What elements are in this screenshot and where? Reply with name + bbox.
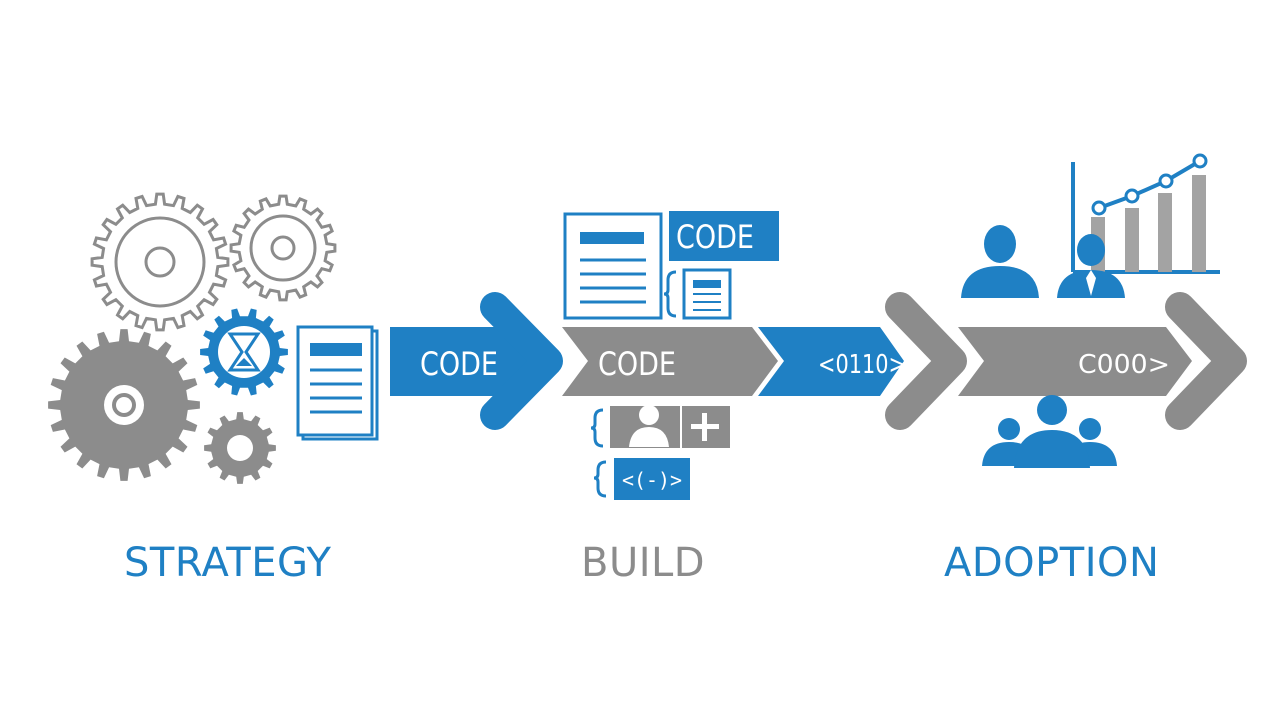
- gear-outline-large-icon: [90, 192, 230, 332]
- user-add-icon: [590, 405, 730, 448]
- gear-solid-large-icon: [48, 329, 200, 481]
- arrow-adoption-segment: [958, 327, 1192, 396]
- bar-chart-icon: [1071, 153, 1220, 274]
- arrow-transition-text: <0110>: [818, 350, 906, 380]
- arrow-build-text: CODE: [598, 345, 676, 383]
- arrow-build-segment: [562, 327, 778, 396]
- phase-label-strategy: STRATEGY: [124, 540, 332, 586]
- arrow-transition-segment: [758, 327, 904, 396]
- code-bracket-badge: [593, 458, 690, 500]
- document-icon: [296, 325, 379, 441]
- team-group-icon: [982, 395, 1117, 468]
- code-tag-text: CODE: [676, 218, 754, 256]
- phase-label-build: BUILD: [581, 540, 706, 586]
- chevron-blue-icon: [480, 292, 563, 430]
- code-tag-badge: [669, 211, 779, 261]
- chevron-gray-icon: [885, 292, 967, 430]
- person-icon: [961, 225, 1039, 298]
- code-file-icon: [663, 268, 732, 320]
- businessman-icon: [1057, 234, 1125, 298]
- arrow-adoption-text: C000>: [1078, 350, 1170, 380]
- arrow-strategy-segment: [390, 327, 528, 396]
- gear-outline-small-icon: [229, 194, 337, 302]
- gear-solid-small-icon: [204, 412, 276, 484]
- gear-blue-hourglass-icon: [200, 308, 288, 396]
- chevron-end-icon: [1165, 292, 1247, 430]
- code-bracket-text: <(-)>: [622, 468, 682, 492]
- document-large-icon: [563, 212, 663, 320]
- arrow-strategy-text: CODE: [420, 345, 498, 383]
- phase-label-adoption: ADOPTION: [944, 540, 1160, 586]
